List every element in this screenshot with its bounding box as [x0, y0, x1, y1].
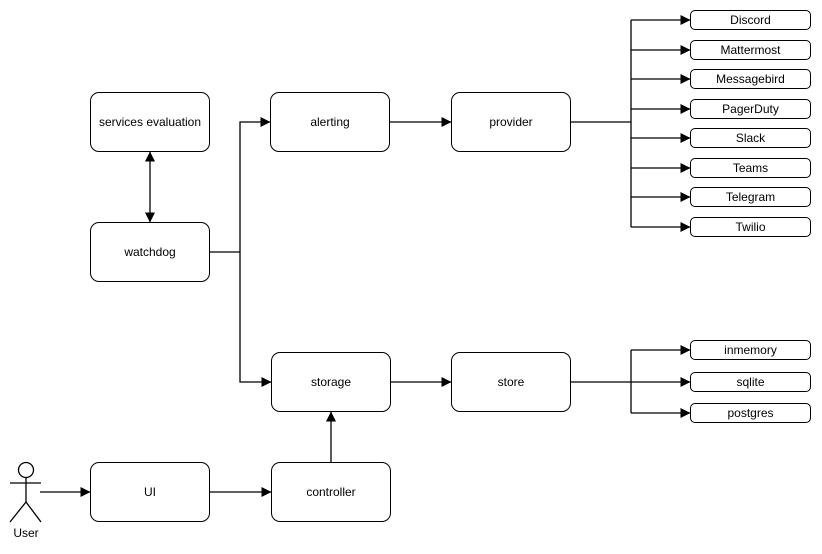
edge-watchdog-alerting — [239, 117, 271, 252]
node-telegram: Telegram — [690, 187, 811, 207]
node-alerting: alerting — [270, 92, 390, 152]
node-store: store — [451, 352, 571, 412]
user-actor-label: User — [13, 526, 39, 540]
node-postgres: postgres — [690, 403, 811, 423]
node-slack: Slack — [690, 128, 811, 148]
node-discord: Discord — [690, 10, 811, 30]
node-twilio: Twilio — [690, 217, 811, 237]
node-ui: UI — [90, 462, 210, 522]
edge-watchdog-storage — [239, 252, 272, 387]
node-inmemory: inmemory — [690, 340, 811, 360]
node-services-evaluation: services evaluation — [90, 92, 210, 152]
node-messagebird: Messagebird — [690, 69, 811, 89]
node-controller: controller — [271, 462, 391, 522]
node-sqlite: sqlite — [690, 372, 811, 392]
node-provider: provider — [451, 92, 571, 152]
node-mattermost: Mattermost — [690, 40, 811, 60]
user-actor-icon — [9, 461, 42, 523]
node-watchdog: watchdog — [90, 222, 210, 282]
node-storage: storage — [271, 352, 391, 412]
node-pagerduty: PagerDuty — [690, 99, 811, 119]
node-teams: Teams — [690, 158, 811, 178]
